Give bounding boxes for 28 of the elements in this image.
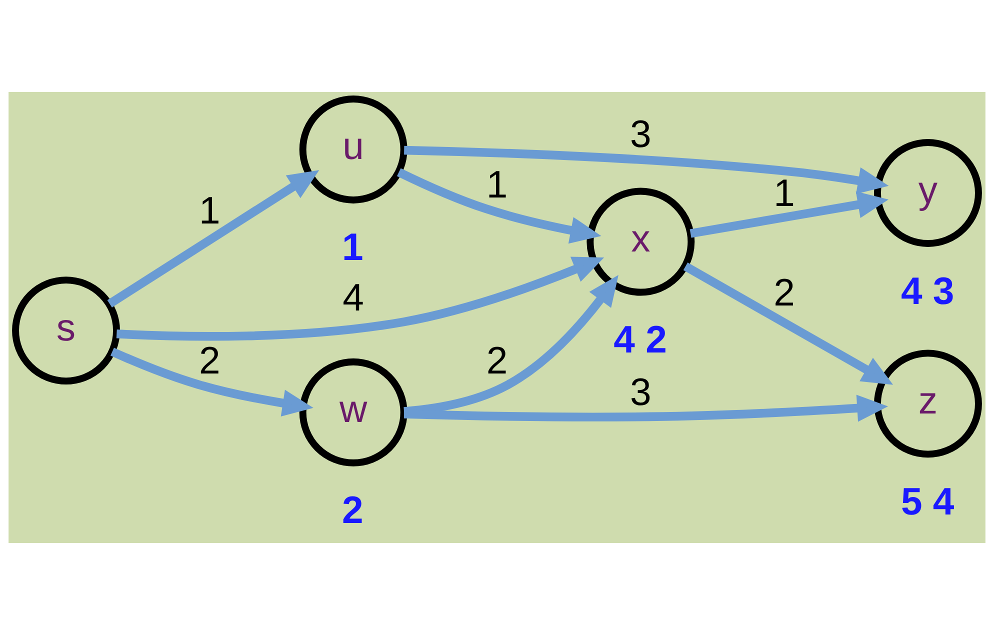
node-circle: w: [299, 358, 408, 466]
arrow: [683, 262, 894, 384]
arrow: [396, 168, 602, 244]
node-circle: s: [12, 276, 120, 384]
arrow: [107, 170, 320, 307]
edge-label: 4: [342, 276, 364, 320]
node-label: 4 2: [614, 318, 667, 361]
edge-label: 2: [486, 338, 508, 382]
edge-label: 1: [486, 163, 508, 206]
node-label: 5 4: [900, 480, 954, 523]
edge-label: 1: [774, 172, 795, 215]
edge-label: 3: [630, 112, 652, 156]
node-circle: u: [299, 94, 408, 203]
node-label: 4 3: [900, 269, 954, 312]
arrow: [404, 145, 889, 194]
edge-label: 3: [630, 370, 652, 414]
node-label: 2: [342, 488, 364, 532]
arrow: [690, 190, 889, 238]
arrow: [404, 394, 888, 422]
node-label: 1: [342, 226, 364, 269]
node-circle: y: [874, 138, 982, 246]
arrow: [116, 256, 604, 340]
edge-label: 2: [774, 270, 795, 314]
edge-label: 1: [199, 189, 220, 232]
node-circle: z: [874, 349, 982, 458]
node-circle: x: [586, 187, 695, 296]
edge-label: 2: [199, 338, 220, 382]
arrow: [110, 347, 314, 416]
